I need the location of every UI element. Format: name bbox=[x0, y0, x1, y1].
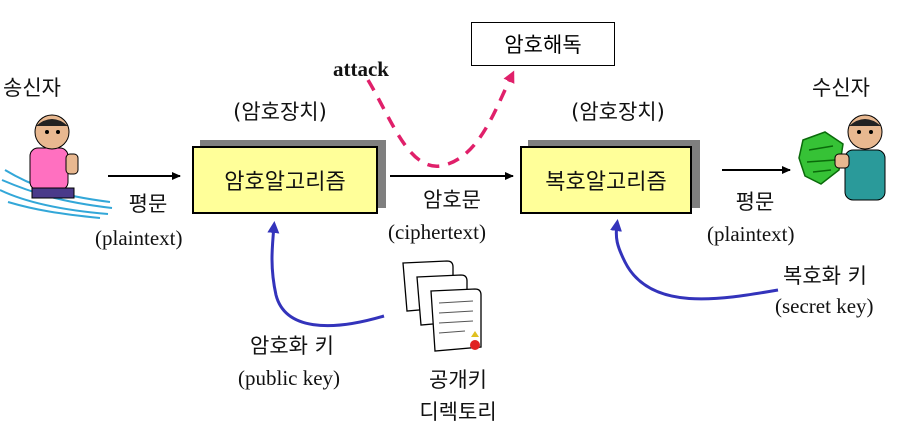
plaintext-out-en: (plaintext) bbox=[707, 222, 795, 246]
plaintext-out-ko: 평문 bbox=[735, 190, 775, 214]
sender-label: 송신자 bbox=[3, 76, 61, 100]
directory-line2: 디렉토리 bbox=[419, 400, 497, 424]
secret-key-label-en: (secret key) bbox=[775, 294, 874, 318]
decrypt-algorithm: 복호알고리즘 bbox=[520, 146, 692, 214]
ciphertext-en: (ciphertext) bbox=[388, 220, 486, 244]
attack-label: attack bbox=[333, 57, 389, 81]
plaintext-in-ko: 평문 bbox=[128, 192, 168, 216]
encrypt-algorithm: 암호알고리즘 bbox=[192, 146, 378, 214]
receiver-label: 수신자 bbox=[812, 76, 870, 100]
encrypt-device-label: (암호장치) bbox=[233, 100, 327, 124]
decrypt-device-label: (암호장치) bbox=[571, 100, 665, 124]
cryptanalysis-box: 암호해독 bbox=[471, 22, 615, 66]
attack-arrow bbox=[366, 70, 515, 168]
public-key-arrow bbox=[267, 221, 385, 328]
plaintext-in-en: (plaintext) bbox=[95, 226, 183, 250]
sender-person-icon bbox=[0, 114, 113, 219]
scroll-directory-icon bbox=[402, 260, 482, 352]
ciphertext-ko: 암호문 bbox=[423, 188, 481, 212]
secret-key-arrow bbox=[610, 219, 779, 301]
encrypt-box: 암호알고리즘 bbox=[192, 140, 386, 216]
public-key-label-en: (public key) bbox=[238, 366, 341, 390]
public-key-label: 암호화 키 bbox=[250, 334, 334, 358]
decrypt-box: 복호알고리즘 bbox=[520, 140, 700, 216]
directory-line1: 공개키 bbox=[429, 368, 487, 392]
receiver-person-icon bbox=[798, 114, 886, 201]
secret-key-label: 복호화 키 bbox=[783, 264, 867, 288]
